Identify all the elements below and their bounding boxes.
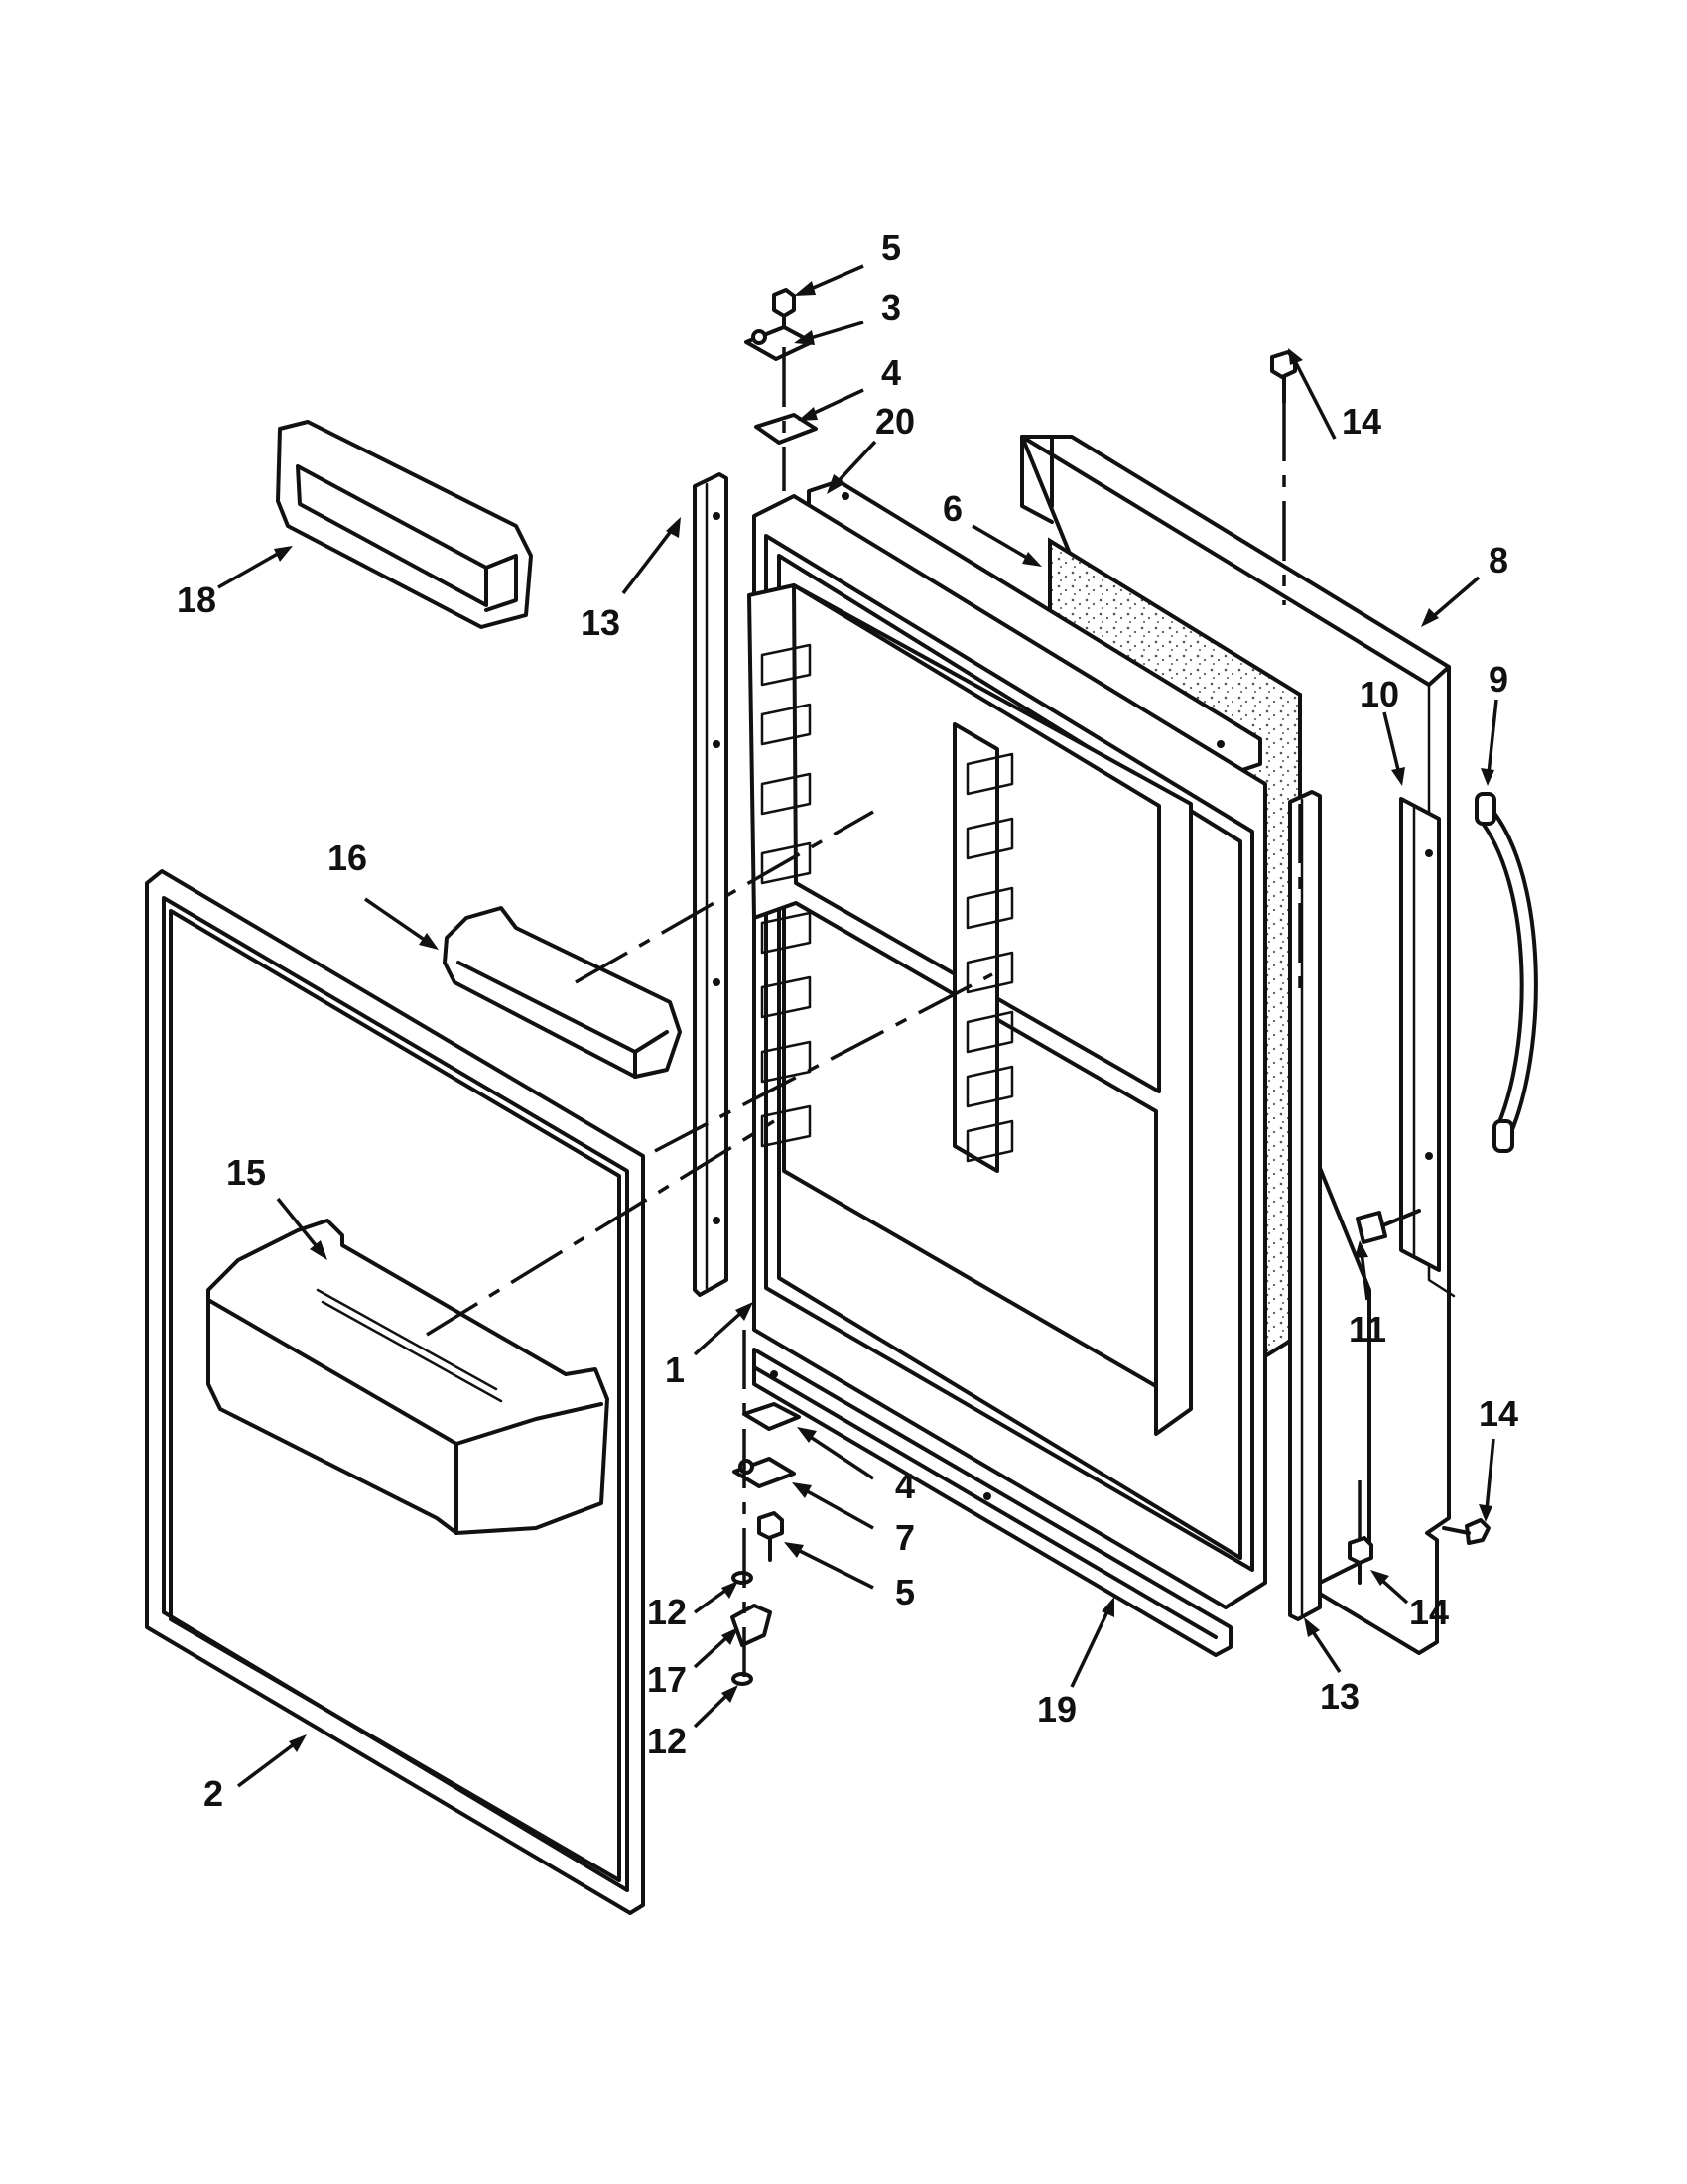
bracket-screw <box>1356 1209 1421 1244</box>
callout-leaders <box>217 264 1498 1788</box>
callout-9: 9 <box>1489 659 1508 700</box>
callout-10: 10 <box>1360 674 1399 714</box>
right-trim-strip <box>1288 790 1322 1621</box>
door-handle <box>1475 792 1538 1153</box>
callout-2: 2 <box>203 1773 223 1814</box>
callout-12-bottom: 12 <box>647 1721 687 1761</box>
callout-14-right: 14 <box>1479 1393 1518 1434</box>
callout-16: 16 <box>327 837 367 878</box>
callout-6: 6 <box>943 488 963 529</box>
callout-1: 1 <box>665 1349 685 1390</box>
large-door-bin <box>206 1219 609 1535</box>
callout-15: 15 <box>226 1152 266 1193</box>
callout-11: 11 <box>1349 1309 1386 1349</box>
top-hinge-hardware <box>744 288 818 491</box>
callout-4-top: 4 <box>881 352 901 393</box>
callout-17: 17 <box>647 1659 687 1700</box>
callout-14-top: 14 <box>1342 401 1381 442</box>
top-screw-14 <box>1270 350 1302 992</box>
small-door-shelf <box>443 906 682 1079</box>
bottom-hinge-hardware <box>730 1330 801 1686</box>
right-screw-14 <box>1442 1518 1491 1545</box>
callout-18: 18 <box>177 579 216 620</box>
callout-12-top: 12 <box>647 1592 687 1632</box>
callout-13-top: 13 <box>581 602 620 643</box>
callout-13-bottom: 13 <box>1320 1676 1360 1717</box>
callout-14-bottom: 14 <box>1409 1592 1449 1632</box>
assembly-lines <box>426 810 993 1337</box>
callout-3: 3 <box>881 287 901 327</box>
callout-labels: 5 3 4 20 14 6 8 18 13 9 10 16 15 11 1 14… <box>177 227 1518 1814</box>
handle-bracket <box>1399 797 1441 1272</box>
callout-8: 8 <box>1489 540 1508 580</box>
bottom-door-channel <box>752 1348 1233 1657</box>
right-shelf-rails <box>966 752 1014 1163</box>
callout-19: 19 <box>1037 1689 1077 1730</box>
door-bin-frame <box>276 420 533 629</box>
callout-20: 20 <box>875 401 915 442</box>
callout-7: 7 <box>895 1517 915 1558</box>
left-trim-strip <box>693 472 728 1297</box>
callout-5-bottom: 5 <box>895 1572 915 1612</box>
callout-4-bottom: 4 <box>895 1466 915 1506</box>
callout-5-top: 5 <box>881 227 901 268</box>
left-shelf-rails <box>760 643 812 1148</box>
bottom-screw-14 <box>1348 1478 1373 1585</box>
door-liner <box>747 494 1267 1609</box>
